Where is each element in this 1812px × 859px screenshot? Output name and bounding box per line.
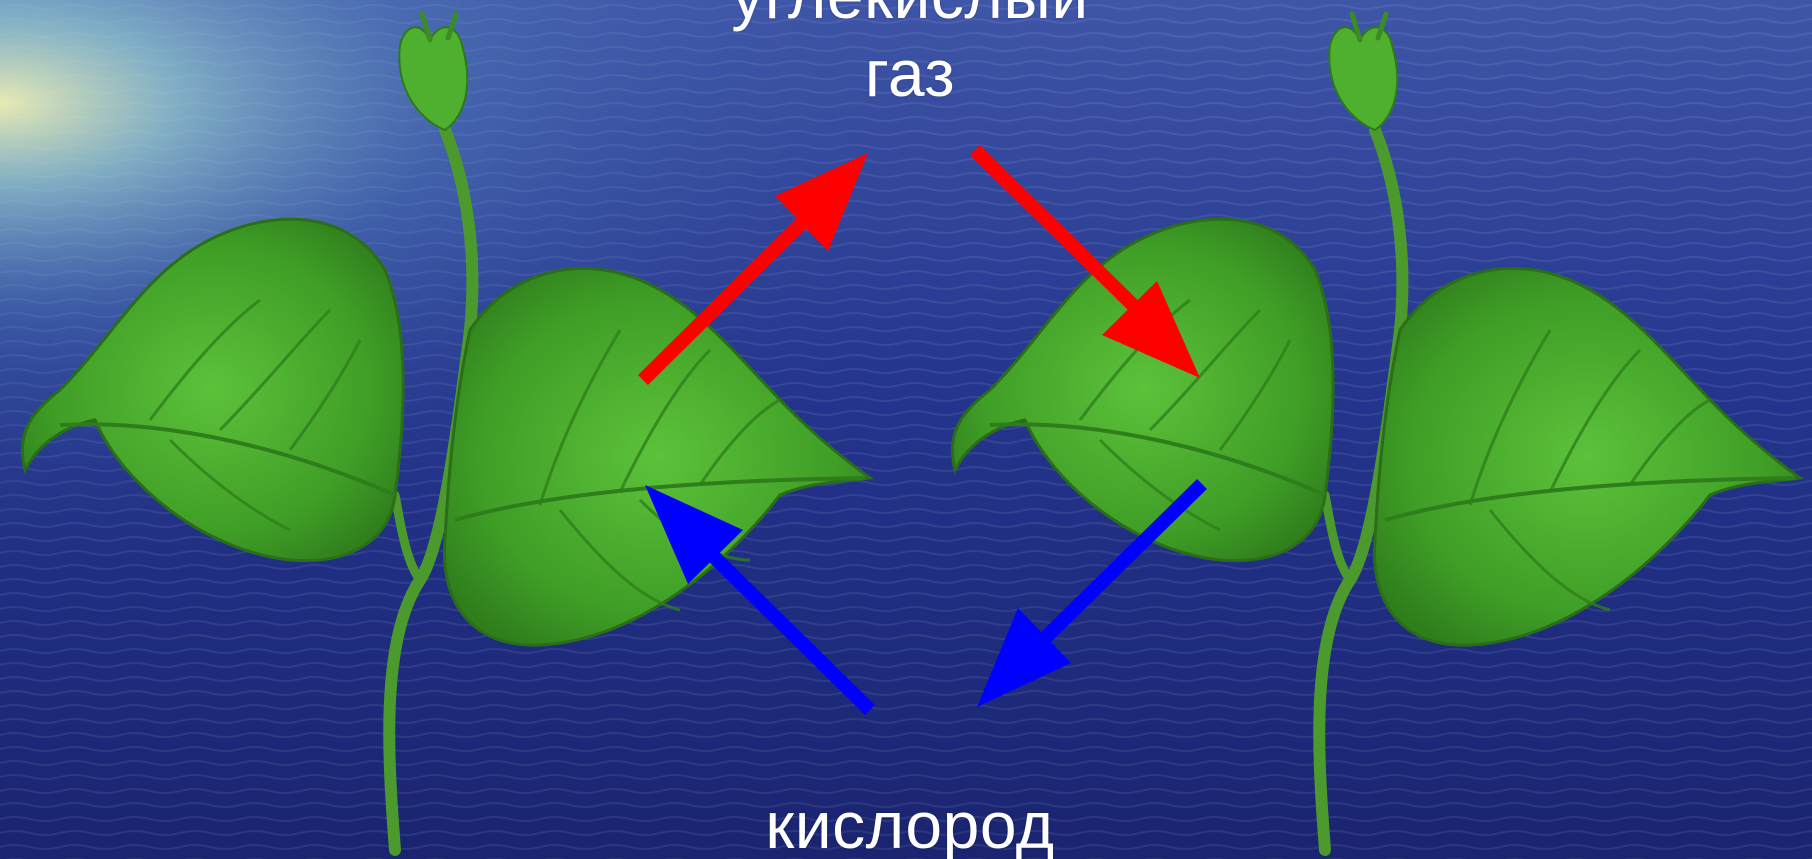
oxygen-label: кислород (650, 786, 1170, 859)
carbon-dioxide-label-line1: углекислый (650, 0, 1170, 34)
carbon-dioxide-label-line2: газ (650, 34, 1170, 112)
carbon-dioxide-label: углекислый газ (650, 0, 1170, 112)
